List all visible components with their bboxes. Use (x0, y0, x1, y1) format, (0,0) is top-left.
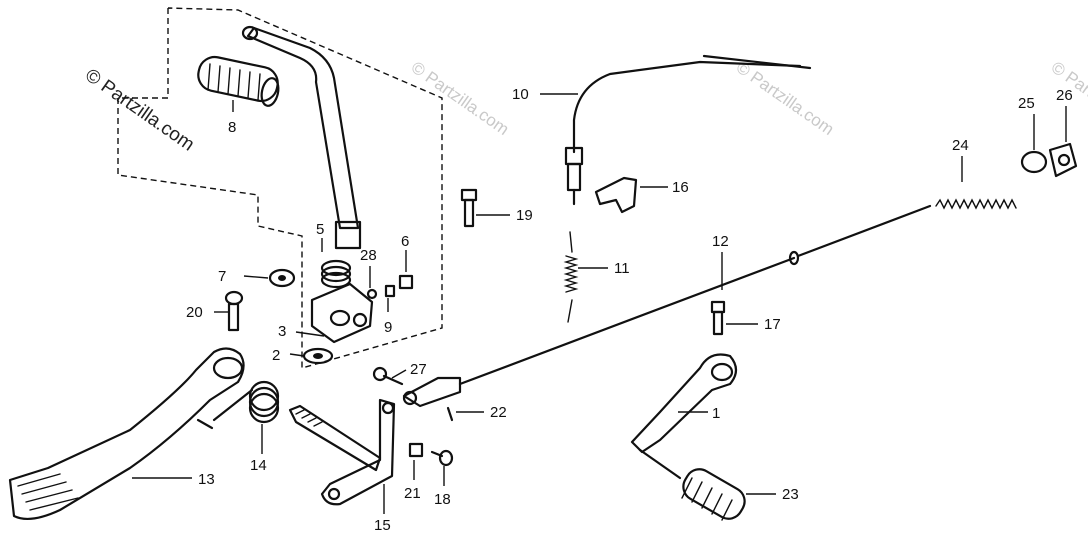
callout-19: 19 (516, 207, 533, 224)
switch-cable-part (564, 54, 812, 206)
callout-9: 9 (384, 319, 392, 336)
kick-arm-part (241, 25, 362, 250)
callout-20: 20 (186, 304, 203, 321)
watermark-faint-2: © Partzilla.com (733, 58, 838, 139)
callout-10: 10 (512, 86, 529, 103)
spring-11-part (563, 231, 579, 323)
pin-22-part (446, 406, 454, 422)
kick-joint-part (310, 282, 374, 344)
callout-8: 8 (228, 119, 236, 136)
brake-rod-part (402, 204, 932, 408)
brake-pedal-part (8, 347, 245, 521)
brake-shaft-part (288, 398, 396, 506)
callout-14: 14 (250, 457, 267, 474)
shift-rubber-part (681, 468, 746, 521)
callout-17: 17 (764, 316, 781, 333)
nut-21-part (408, 442, 424, 458)
adjuster-26-part (1048, 142, 1078, 178)
washer-7-part (268, 268, 296, 288)
collar-25-part (1020, 150, 1048, 174)
callout-3: 3 (278, 323, 286, 340)
return-spring-part (212, 380, 280, 424)
spring-part (320, 259, 352, 289)
ball-28-part (366, 288, 378, 300)
bracket-16-part (594, 176, 638, 214)
watermark-faint-1: © Partzilla.com (408, 58, 513, 139)
bolt-17-part (710, 300, 726, 336)
callout-21: 21 (404, 485, 421, 502)
callout-26: 26 (1056, 87, 1073, 104)
bolt-19-part (460, 188, 478, 228)
callout-2: 2 (272, 347, 280, 364)
nut-6-part (398, 274, 414, 290)
pin-9-part (384, 284, 396, 298)
bolt-20-part (224, 290, 244, 332)
callout-6: 6 (401, 233, 409, 250)
callout-23: 23 (782, 486, 799, 503)
callout-18: 18 (434, 491, 451, 508)
callout-24: 24 (952, 137, 969, 154)
watermark-main: © Partzilla.com (81, 65, 198, 156)
leader-lines (132, 93, 1067, 514)
callout-27: 27 (410, 361, 427, 378)
callout-7: 7 (218, 268, 226, 285)
callout-13: 13 (198, 471, 215, 488)
shift-lever-part (630, 353, 738, 480)
callout-25: 25 (1018, 95, 1035, 112)
callout-5: 5 (316, 221, 324, 238)
bolt-27-part (372, 366, 404, 386)
callout-11: 11 (614, 260, 630, 277)
callout-1: 1 (712, 405, 720, 422)
callout-12: 12 (712, 233, 729, 250)
callout-15: 15 (374, 517, 391, 534)
callout-28: 28 (360, 247, 377, 264)
callout-16: 16 (672, 179, 689, 196)
kick-rubber-part (197, 55, 280, 107)
bolt-18-part (430, 449, 454, 467)
rod-spring-part (935, 198, 1017, 210)
callout-22: 22 (490, 404, 507, 421)
group-outline (117, 7, 443, 369)
